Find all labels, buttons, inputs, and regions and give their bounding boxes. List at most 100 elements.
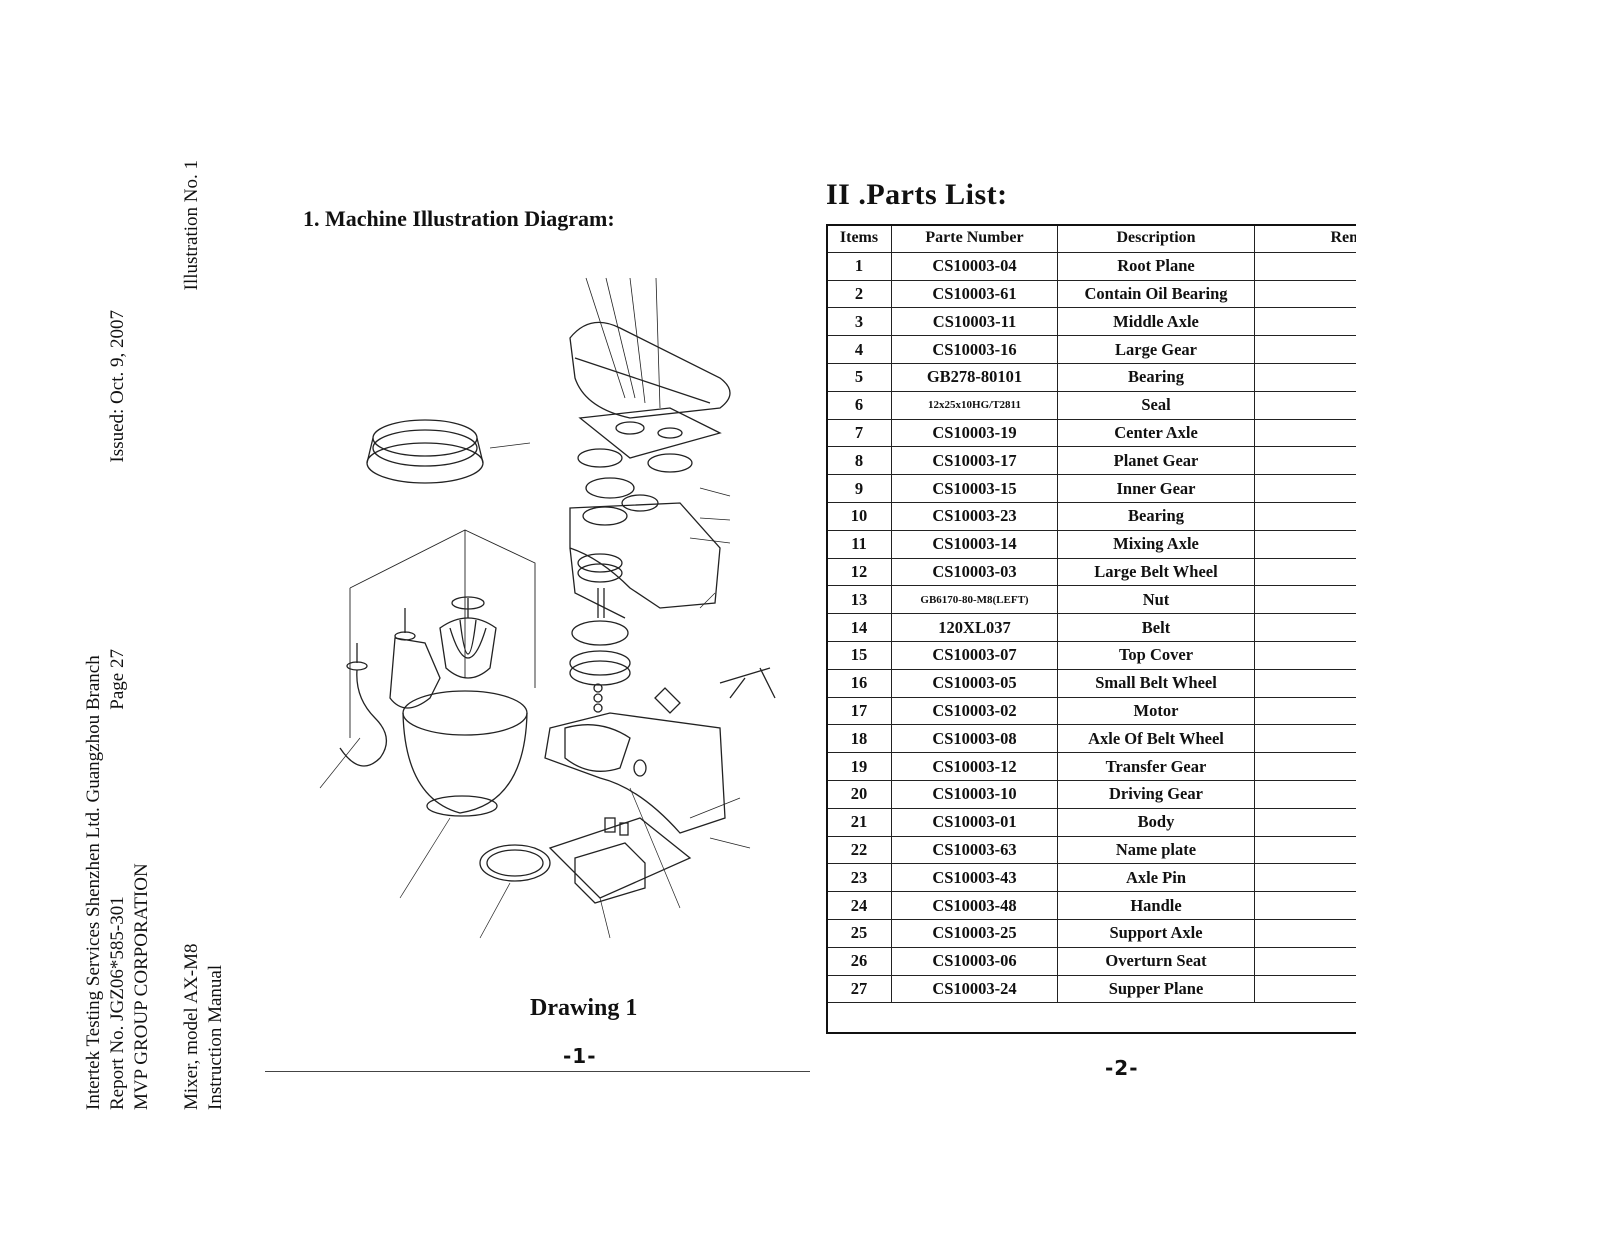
part-remark bbox=[1254, 335, 1356, 364]
part-remark bbox=[1254, 863, 1356, 893]
client-name: MVP GROUP CORPORATION bbox=[131, 863, 152, 1110]
table-header-row: Items Parte Number Description Rema bbox=[826, 224, 1356, 253]
part-remark bbox=[1254, 418, 1356, 448]
part-remark: 2 bbox=[1254, 501, 1356, 531]
item-number: 13 bbox=[826, 585, 892, 615]
item-number: 10 bbox=[826, 501, 892, 531]
part-description: Nut bbox=[1057, 585, 1255, 615]
item-number: 26 bbox=[826, 946, 892, 976]
item-number: 27 bbox=[826, 974, 892, 1004]
item-number: 19 bbox=[826, 752, 892, 781]
part-description: Motor bbox=[1057, 696, 1255, 726]
part-description: Bearing bbox=[1057, 501, 1255, 531]
part-remark bbox=[1254, 446, 1356, 476]
document-header: Mixer, model AX-M8 Illustration No. 1 In… bbox=[180, 160, 228, 1110]
part-description: Small Belt Wheel bbox=[1057, 668, 1255, 698]
lab-name: Intertek Testing Services Shenzhen Ltd. … bbox=[83, 655, 104, 1110]
document-type: Instruction Manual bbox=[205, 964, 226, 1110]
part-description: Middle Axle bbox=[1057, 307, 1255, 337]
item-number: 2 bbox=[826, 279, 892, 309]
item-number: 5 bbox=[826, 362, 892, 392]
part-number: 12x25x10HG/T2811 bbox=[891, 390, 1058, 420]
drawing-caption: Drawing 1 bbox=[530, 995, 638, 1021]
exploded-mixer-diagram bbox=[319, 277, 776, 939]
bowl-part bbox=[402, 690, 528, 817]
part-number: GB278-80101 bbox=[891, 362, 1058, 392]
table-row: 14120XL037BeltOutsid bbox=[826, 613, 1356, 642]
part-number: CS10003-24 bbox=[891, 974, 1058, 1004]
part-number: CS10003-23 bbox=[891, 501, 1058, 531]
illustration-number: Illustration No. 1 bbox=[181, 160, 202, 291]
part-description: Mixing Axle bbox=[1057, 529, 1255, 559]
whisk-part bbox=[439, 596, 497, 679]
part-description: Large Belt Wheel bbox=[1057, 557, 1255, 587]
part-description: Driving Gear bbox=[1057, 779, 1255, 809]
part-remark bbox=[1254, 307, 1356, 337]
gear-assembly-part bbox=[577, 407, 722, 526]
part-remark bbox=[1254, 835, 1356, 865]
item-number: 12 bbox=[826, 557, 892, 587]
part-remark: Φ 22xΦ1 bbox=[1254, 279, 1356, 309]
part-description: Axle Of Belt Wheel bbox=[1057, 724, 1255, 754]
item-number: 1 bbox=[826, 251, 892, 281]
part-number: CS10003-12 bbox=[891, 752, 1058, 781]
item-number: 22 bbox=[826, 835, 892, 865]
parts-table-container: Items Parte Number Description Rema 1CS1… bbox=[826, 224, 1356, 1032]
item-number: 14 bbox=[826, 613, 892, 642]
part-number: GB6170-80-M8(LEFT) bbox=[891, 585, 1058, 615]
item-number: 6 bbox=[826, 390, 892, 420]
bowl-ring-part bbox=[366, 419, 484, 484]
part-description: Axle Pin bbox=[1057, 863, 1255, 893]
part-remark bbox=[1254, 918, 1356, 948]
part-number: CS10003-07 bbox=[891, 640, 1058, 670]
part-number: CS10003-19 bbox=[891, 418, 1058, 448]
part-remark bbox=[1254, 891, 1356, 920]
part-remark bbox=[1254, 251, 1356, 281]
attachment-frame bbox=[349, 529, 536, 738]
part-description: Planet Gear bbox=[1057, 446, 1255, 476]
report-header: Intertek Testing Services Shenzhen Ltd. … bbox=[82, 310, 154, 1110]
part-number: CS10003-08 bbox=[891, 724, 1058, 754]
item-number: 3 bbox=[826, 307, 892, 337]
part-remark bbox=[1254, 974, 1356, 1004]
part-remark: Outsid bbox=[1254, 613, 1356, 642]
part-remark bbox=[1254, 474, 1356, 503]
leader-lines-side bbox=[319, 442, 751, 939]
parts-list-title: II .Parts List: bbox=[826, 178, 1008, 211]
part-remark: Outside bbox=[1254, 390, 1356, 420]
part-description: Transfer Gear bbox=[1057, 752, 1255, 781]
part-number: CS10003-43 bbox=[891, 863, 1058, 893]
part-number: CS10003-06 bbox=[891, 946, 1058, 976]
part-number: CS10003-04 bbox=[891, 251, 1058, 281]
item-number: 11 bbox=[826, 529, 892, 559]
parts-table: Items Parte Number Description Rema 1CS1… bbox=[826, 224, 1356, 1004]
part-description: Inner Gear bbox=[1057, 474, 1255, 503]
header-items: Items bbox=[826, 224, 892, 253]
page-ref: Page 27 bbox=[107, 649, 128, 710]
part-number: CS10003-11 bbox=[891, 307, 1058, 337]
part-number: CS10003-48 bbox=[891, 891, 1058, 920]
part-description: Bearing bbox=[1057, 362, 1255, 392]
header-part-number: Parte Number bbox=[891, 224, 1058, 253]
part-description: Belt bbox=[1057, 613, 1255, 642]
item-number: 23 bbox=[826, 863, 892, 893]
diagram-title: 1. Machine Illustration Diagram: bbox=[303, 206, 615, 231]
